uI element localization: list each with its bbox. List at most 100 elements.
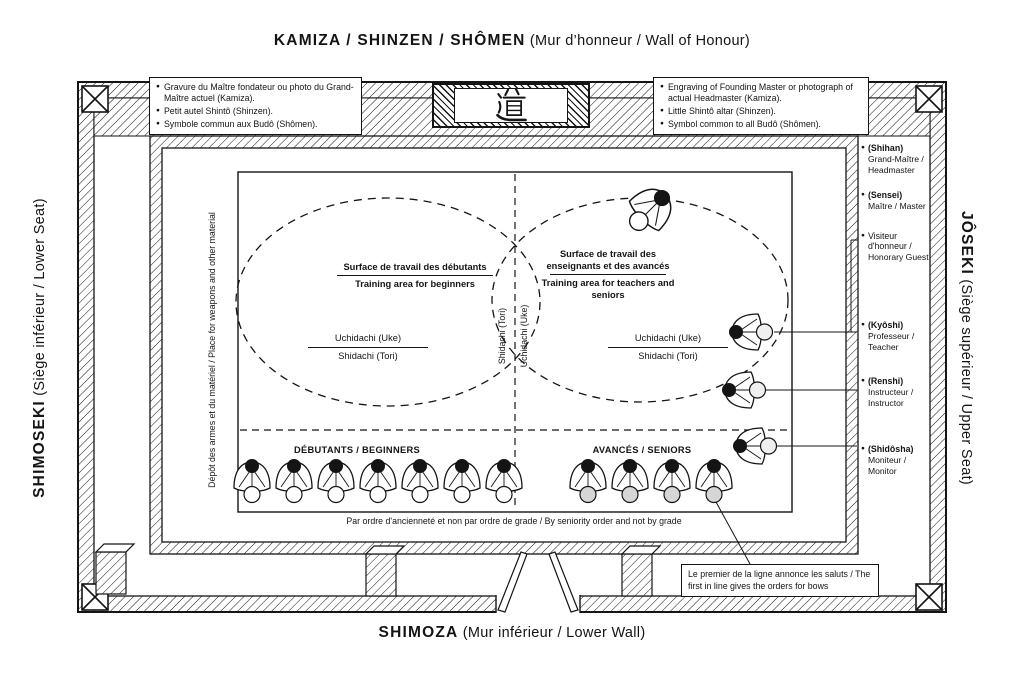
center-shidachi-label: Shidachi (Tori) xyxy=(497,307,507,365)
callout-item: ●Engraving of Founding Master or photogr… xyxy=(660,82,863,104)
legend-sub: Instructeur / Instructor xyxy=(867,387,914,409)
legend-connectors xyxy=(766,239,858,447)
bullet-icon: ● xyxy=(660,83,664,90)
callout-text: Symbole commun aux Budô (Shômen). xyxy=(163,118,318,129)
student-figure-senior xyxy=(695,459,733,504)
student-figure-beginner xyxy=(317,459,355,504)
kamiza-callout-french: ●Gravure du Maître fondateur ou photo du… xyxy=(149,77,362,135)
beginners-area-ellipse xyxy=(235,197,541,407)
pillar-bottom-center-right xyxy=(620,545,662,597)
joseki-wall-title-rest: (Siège supérieur / Upper Seat) xyxy=(958,279,974,486)
bullet-icon: ● xyxy=(156,119,160,127)
callout-text: Gravure du Maître fondateur ou photo du … xyxy=(163,82,354,103)
uchidachi-label: Uchidachi (Uke) xyxy=(634,333,702,343)
shimoseki-wall-title: SHIMOSEKI (Siège inférieur / Lower Seat) xyxy=(31,198,49,498)
legend-sub: Honorary Guest xyxy=(867,252,929,262)
label-divider xyxy=(550,274,666,276)
pillar-bottom-center-left xyxy=(364,545,406,597)
legend-title: (Renshi) xyxy=(867,376,904,386)
legend-title: Visiteur d'honneur / xyxy=(867,231,912,251)
beginners-area-label: Surface de travail des débutants Trainin… xyxy=(325,261,505,290)
legend-title: (Shihan) xyxy=(867,143,904,153)
label-divider xyxy=(608,347,728,349)
callout-item: ●Symbole commun aux Budô (Shômen). xyxy=(156,119,356,130)
student-figure-beginner xyxy=(401,459,439,504)
bullet-icon: ● xyxy=(156,106,160,114)
bow-note: Le premier de la ligne annonce les salut… xyxy=(681,564,879,597)
joseki-wall-title: JÔSEKI (Siège supérieur / Upper Seat) xyxy=(957,211,975,485)
legend-title: (Kyôshi) xyxy=(867,320,904,330)
bullet-icon: ● xyxy=(156,83,160,90)
corner-post-bottom-right xyxy=(915,583,943,611)
kamiza-sign: 道 xyxy=(432,83,590,128)
bullet-icon: ● xyxy=(861,232,865,239)
legend-item-renshi: ● (Renshi) Instructeur / Instructor xyxy=(861,376,937,409)
uke-tori-pair-right: Uchidachi (Uke) Shidachi (Tori) xyxy=(608,333,728,362)
center-uchidachi-label: Uchidachi (Uke) xyxy=(519,304,529,368)
student-figure-beginner xyxy=(359,459,397,504)
kamiza-wall-title: KAMIZA / SHINZEN / SHÔMEN (Mur d’honneur… xyxy=(0,32,1024,50)
kamiza-wall-title-rest: (Mur d’honneur / Wall of Honour) xyxy=(529,33,751,49)
shidachi-label: Shidachi (Tori) xyxy=(338,350,398,361)
shimoseki-wall-title-rest: (Siège inférieur / Lower Seat) xyxy=(32,198,48,396)
joseki-wall-title-bold: JÔSEKI xyxy=(958,210,975,276)
pillar-bottom-left xyxy=(94,543,136,595)
teachers-area-label-en: Training area for teachers and seniors xyxy=(541,278,675,301)
teachers-area-label: Surface de travail des enseignants et de… xyxy=(538,248,678,301)
teachers-area-label-fr: Surface de travail des enseignants et de… xyxy=(546,249,670,272)
weapons-storage-note: Dépôt des armes et du matériel / Place f… xyxy=(207,212,217,488)
callout-text: Symbol common to all Budô (Shômen). xyxy=(667,118,821,129)
legend-item-honorary-guest: ● Visiteur d'honneur / Honorary Guest xyxy=(861,231,937,263)
bullet-icon: ● xyxy=(861,321,865,328)
shimoza-wall-title: SHIMOZA (Mur inférieur / Lower Wall) xyxy=(0,624,1024,642)
callout-item: ●Symbol common to all Budô (Shômen). xyxy=(660,119,863,130)
seniority-note: Par ordre d'ancienneté et non par ordre … xyxy=(346,516,682,526)
inner-wall-inner-line xyxy=(161,147,847,543)
label-divider xyxy=(337,275,493,277)
callout-text: Petit autel Shintô (Shinzen). xyxy=(163,105,273,116)
callout-text: Little Shintô altar (Shinzen). xyxy=(667,105,777,116)
bullet-icon: ● xyxy=(861,191,865,198)
door-leaf-left xyxy=(497,551,528,613)
door-leaf-right xyxy=(548,551,579,613)
kamiza-wall-title-bold: KAMIZA / SHINZEN / SHÔMEN xyxy=(273,32,526,49)
assistant-figure xyxy=(729,313,774,351)
beginners-area-label-en: Training area for beginners xyxy=(355,279,475,290)
shimoza-wall-title-rest: (Mur inférieur / Lower Wall) xyxy=(462,625,646,641)
legend-item-sensei: ● (Sensei) Maître / Master xyxy=(861,190,937,212)
student-figure-senior xyxy=(611,459,649,504)
callout-item: ●Petit autel Shintô (Shinzen). xyxy=(156,106,356,117)
bullet-icon: ● xyxy=(660,119,664,127)
label-divider xyxy=(308,347,428,349)
student-figure-senior xyxy=(569,459,607,504)
bullet-icon: ● xyxy=(660,106,664,114)
bullet-icon: ● xyxy=(861,377,865,384)
shimoseki-wall-title-bold: SHIMOSEKI xyxy=(31,400,48,498)
beginners-row-label: DÉBUTANTS / BEGINNERS xyxy=(294,445,420,455)
student-figure-beginner xyxy=(275,459,313,504)
kamiza-callout-english: ●Engraving of Founding Master or photogr… xyxy=(653,77,869,135)
uke-tori-pair-left: Uchidachi (Uke) Shidachi (Tori) xyxy=(308,333,428,362)
student-figure-senior xyxy=(653,459,691,504)
corner-post-top-left xyxy=(81,85,109,113)
student-figure-beginner xyxy=(233,459,271,504)
legend-item-kyoshi: ● (Kyôshi) Professeur / Teacher xyxy=(861,320,937,353)
bullet-icon: ● xyxy=(861,445,865,452)
kamiza-sign-panel: 道 xyxy=(454,88,568,123)
teacher-figure xyxy=(628,188,672,232)
legend-sub: Grand-Maître / Headmaster xyxy=(867,154,924,176)
entrance-doors xyxy=(495,551,581,614)
legend-item-shidosha: ● (Shidôsha) Moniteur / Monitor xyxy=(861,444,937,477)
assistant-figure xyxy=(733,427,778,465)
student-figure-beginner xyxy=(443,459,481,504)
training-area-boundary xyxy=(237,171,793,513)
inner-wall-outline xyxy=(149,135,859,555)
shidachi-label: Shidachi (Tori) xyxy=(638,350,698,361)
dao-kanji-glyph xyxy=(495,88,527,122)
bow-note-connector xyxy=(715,501,751,565)
figures-layer xyxy=(233,188,778,504)
shimoza-wall-title-bold: SHIMOZA xyxy=(378,624,459,641)
beginners-area-label-fr: Surface de travail des débutants xyxy=(343,262,487,272)
legend-title: (Shidôsha) xyxy=(867,444,914,454)
